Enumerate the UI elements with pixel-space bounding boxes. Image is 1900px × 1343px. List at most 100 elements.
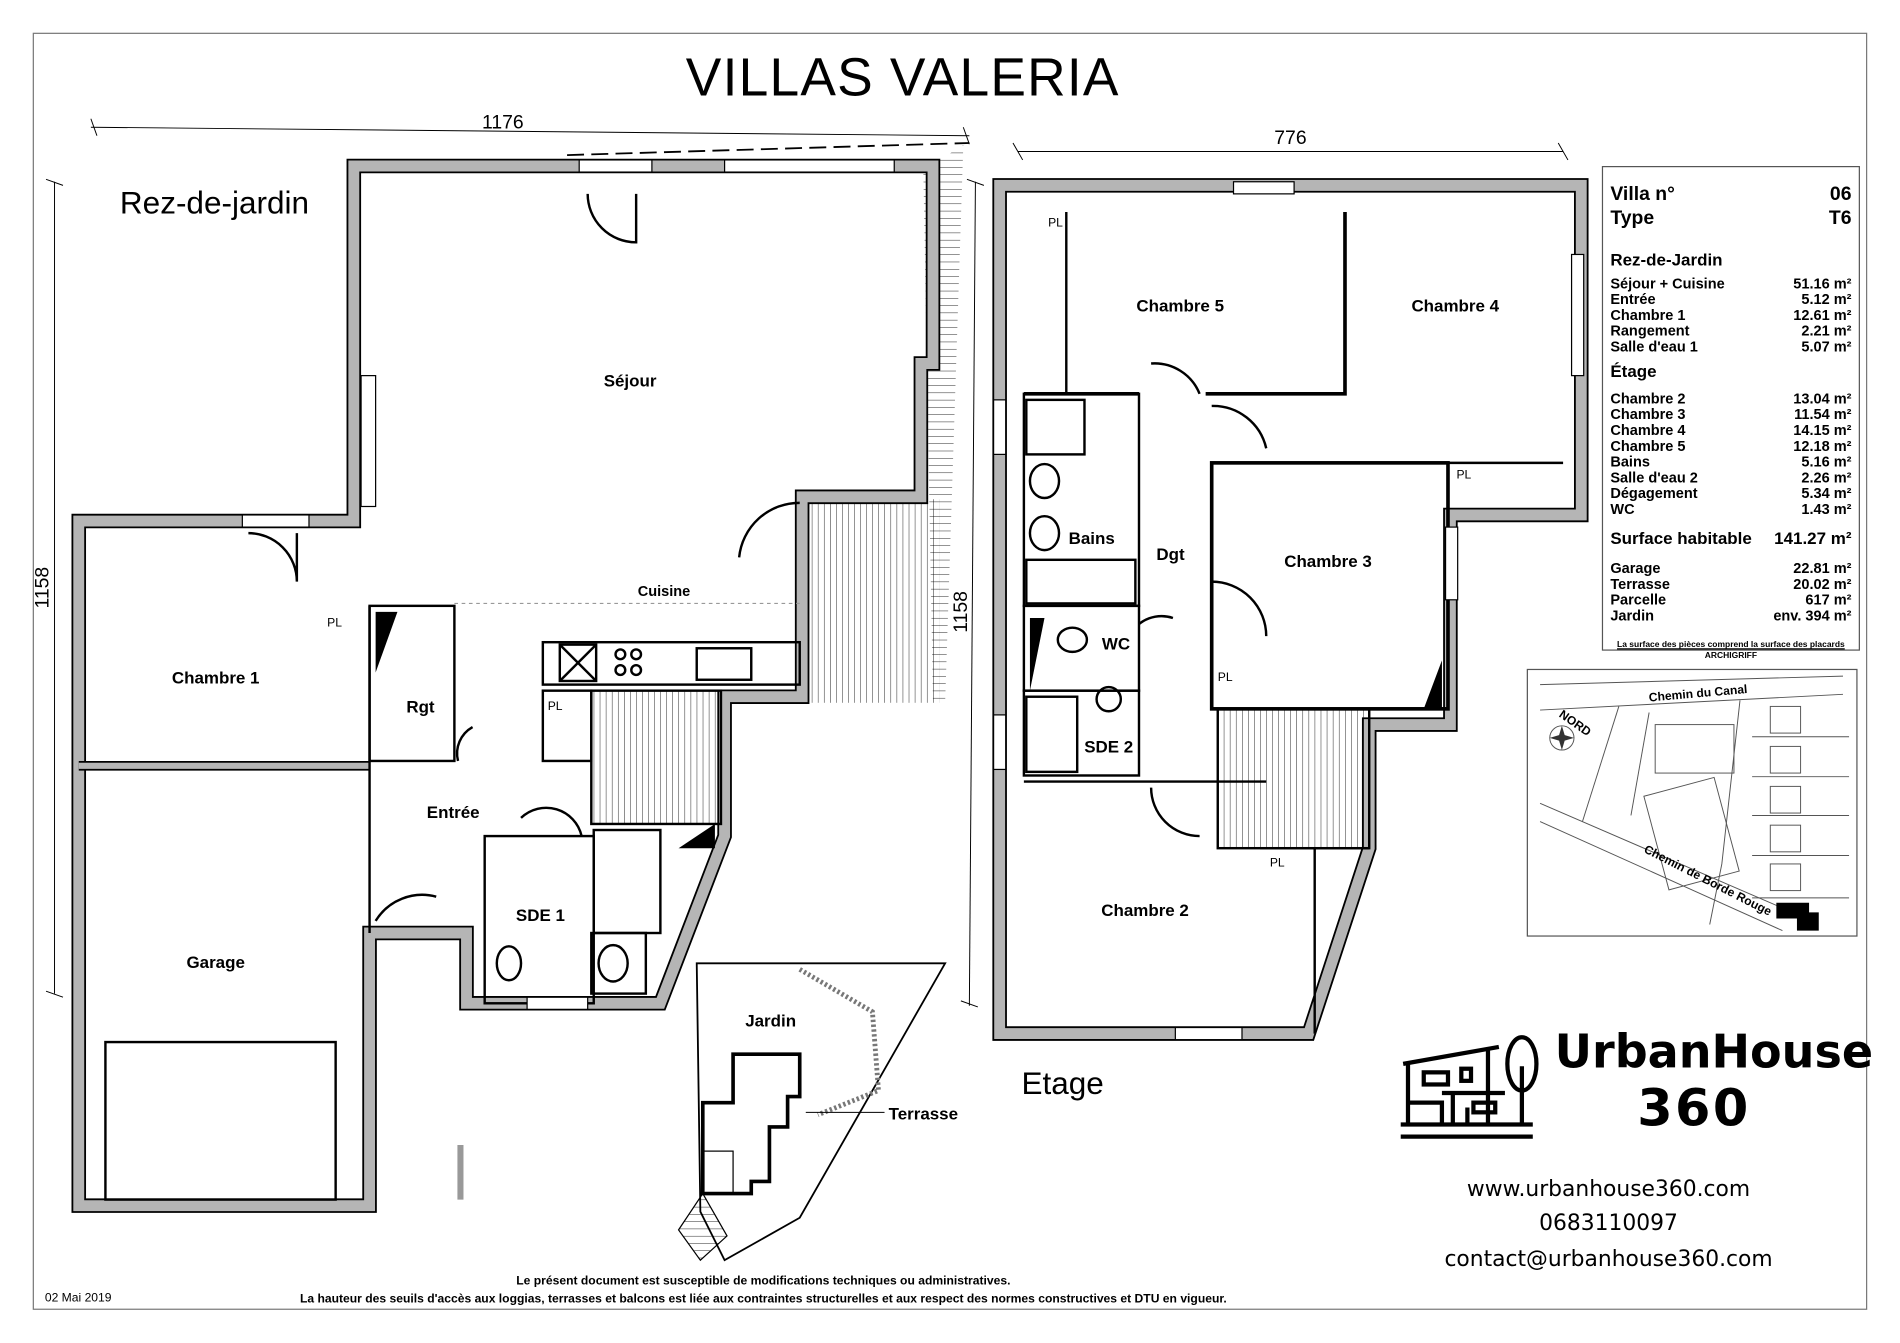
summary-row: Salle d'eau 1 5.07 m² xyxy=(1610,339,1851,355)
page-title: VILLAS VALERIA xyxy=(685,48,1120,108)
row-label: Parcelle xyxy=(1610,591,1667,609)
email-link[interactable]: contact@urbanhouse360.com xyxy=(1444,1246,1773,1273)
summary-row: Parcelle 617 m² xyxy=(1610,591,1852,609)
row-value: 22.81 m² xyxy=(1793,559,1852,577)
room-label-chambre5: Chambre 5 xyxy=(1136,296,1224,315)
row-label: Jardin xyxy=(1610,607,1654,625)
upper-floor-plan xyxy=(992,178,1589,1041)
room-label-cuisine: Cuisine xyxy=(638,584,690,600)
brand-name: UrbanHouse xyxy=(1554,1025,1874,1079)
room-label-wc: WC xyxy=(1102,634,1130,653)
row-value: 12.61 m² xyxy=(1793,306,1852,324)
room-label-chambre4: Chambre 4 xyxy=(1411,296,1499,315)
room-label-entree: Entrée xyxy=(427,803,480,822)
surface-value: 141.27 m² xyxy=(1774,528,1852,548)
row-value: 2.21 m² xyxy=(1801,322,1852,340)
site-label-terrasse: Terrasse xyxy=(889,1105,958,1124)
summary-row: WC 1.43 m² xyxy=(1610,500,1852,518)
pl-label: PL xyxy=(548,699,563,713)
dimension-lines xyxy=(45,118,1569,1008)
row-label: Rangement xyxy=(1610,322,1690,340)
row-value: env. 394 m² xyxy=(1773,607,1852,625)
location-map-drawing: NORD Chemin du Canal Chemin de Borde Rou… xyxy=(1539,675,1850,932)
summary-row: Salle d'eau 2 2.26 m² xyxy=(1610,470,1851,486)
row-value: 5.16 m² xyxy=(1801,453,1852,471)
row-value: 11.54 m² xyxy=(1794,405,1852,423)
pl-label: PL xyxy=(1456,468,1471,482)
ground-width-dimension: 1176 xyxy=(482,111,524,133)
architect-name: ARCHIGRIFF xyxy=(1704,651,1758,661)
row-label: Entrée xyxy=(1610,290,1656,308)
ground-floor-plan xyxy=(71,142,970,1213)
section-heading: Rez-de-Jardin xyxy=(1610,249,1851,269)
row-value: 617 m² xyxy=(1805,591,1852,609)
rdj-heading: Rez-de-Jardin xyxy=(1610,249,1723,269)
type-row: Type T6 xyxy=(1610,207,1851,230)
row-label: Chambre 5 xyxy=(1610,437,1686,455)
pl-label: PL xyxy=(1048,216,1063,230)
surface-note: La surface des pièces comprend la surfac… xyxy=(1617,640,1845,650)
disclaimer-line-2: La hauteur des seuils d'accès aux loggia… xyxy=(299,1292,1227,1307)
villa-location-marker xyxy=(1776,902,1819,931)
sheet-frame xyxy=(32,32,1868,1310)
ground-height-dimension: 1158 xyxy=(31,567,53,609)
type-value: T6 xyxy=(1828,208,1852,230)
row-label: Garage xyxy=(1610,559,1661,577)
upper-height-dimension: 1158 xyxy=(950,591,972,633)
house-logo-icon xyxy=(1400,1035,1539,1139)
row-value: 12.18 m² xyxy=(1793,437,1852,455)
summary-row: Séjour + Cuisine 51.16 m² xyxy=(1610,276,1851,292)
room-label-bains: Bains xyxy=(1069,529,1115,548)
room-label-rgt: Rgt xyxy=(406,697,435,716)
website-link[interactable]: www.urbanhouse360.com xyxy=(1466,1176,1751,1203)
room-label-sde1: SDE 1 xyxy=(516,906,565,925)
row-value: 5.07 m² xyxy=(1801,338,1852,356)
road-label-borde-rouge: Chemin de Borde Rouge xyxy=(1642,842,1774,919)
etage-heading: Étage xyxy=(1610,361,1657,381)
villa-number-row: Villa n° 06 xyxy=(1610,183,1851,206)
row-value: 2.26 m² xyxy=(1801,468,1852,486)
document-date: 02 Mai 2019 xyxy=(44,1291,112,1306)
room-label-sde2: SDE 2 xyxy=(1084,737,1133,756)
surface-label: Surface habitable xyxy=(1610,528,1752,548)
site-plan xyxy=(677,962,947,1262)
surface-summary-table: Villa n° 06 Type T6 Rez-de-Jardin Séjour +… xyxy=(1601,166,1860,660)
brand-number: 360 xyxy=(1637,1078,1751,1138)
row-label: Chambre 2 xyxy=(1610,390,1686,408)
summary-row: Garage 22.81 m² xyxy=(1610,559,1852,577)
compass-rose-icon xyxy=(1549,725,1574,751)
ground-floor-heading: Rez-de-jardin xyxy=(120,184,309,220)
summary-row: Chambre 5 12.18 m² xyxy=(1610,437,1852,455)
row-label: Chambre 3 xyxy=(1610,405,1686,423)
villa-value: 06 xyxy=(1829,184,1852,205)
section-heading: Étage xyxy=(1610,361,1851,381)
row-label: Séjour + Cuisine xyxy=(1610,275,1725,293)
villa-label: Villa n° xyxy=(1610,184,1675,205)
row-label: Salle d'eau 2 xyxy=(1610,468,1698,486)
road-label-canal: Chemin du Canal xyxy=(1648,682,1748,705)
pl-label: PL xyxy=(1218,670,1233,684)
summary-row: Chambre 3 11.54 m² xyxy=(1610,407,1851,423)
room-label-chambre2: Chambre 2 xyxy=(1101,901,1189,920)
row-label: Salle d'eau 1 xyxy=(1610,338,1698,356)
phone-number: 0683110097 xyxy=(1539,1210,1678,1236)
row-value: 51.16 m² xyxy=(1793,275,1852,293)
upper-width-dimension: 776 xyxy=(1274,127,1306,149)
type-label: Type xyxy=(1610,208,1655,230)
location-map: NORD Chemin du Canal Chemin de Borde Rou… xyxy=(1526,668,1858,937)
summary-row: Rangement 2.21 m² xyxy=(1610,322,1852,340)
row-value: 1.43 m² xyxy=(1801,500,1852,518)
room-label-chambre1: Chambre 1 xyxy=(172,668,260,687)
pl-label: PL xyxy=(327,615,342,629)
row-value: 5.34 m² xyxy=(1801,484,1852,502)
row-label: WC xyxy=(1610,500,1635,518)
disclaimer-line-1: Le présent document est susceptible de m… xyxy=(516,1274,1011,1289)
room-label-garage: Garage xyxy=(186,953,244,972)
row-value: 14.15 m² xyxy=(1793,421,1852,439)
